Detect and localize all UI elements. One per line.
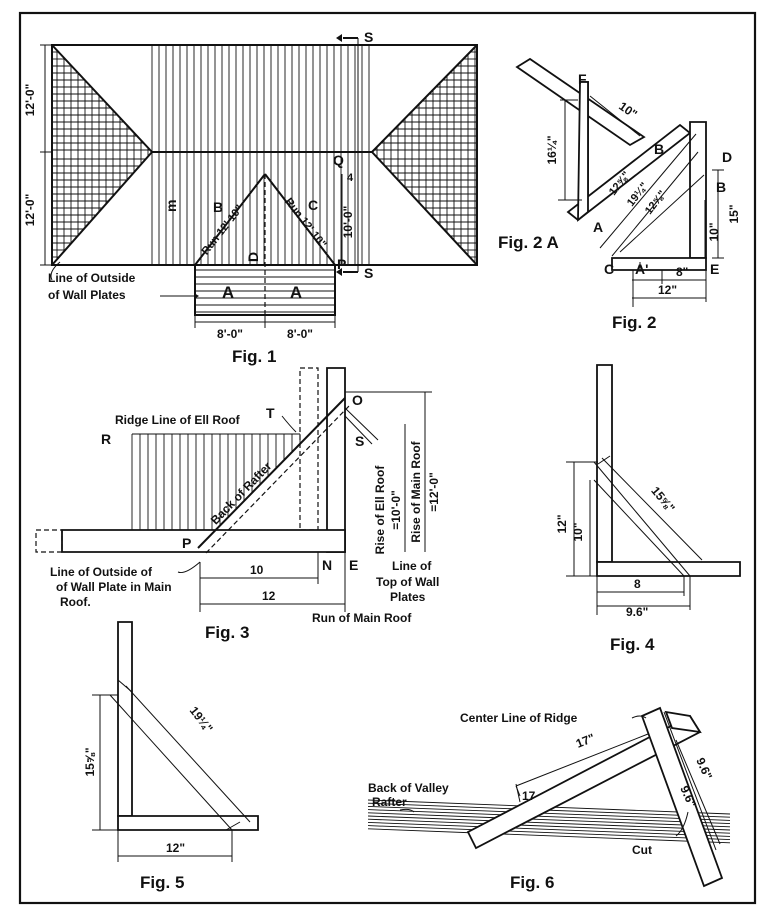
figure-6	[367, 706, 731, 888]
fig6-cut: Cut	[632, 843, 652, 857]
fig2-label-d: D	[722, 149, 732, 165]
fig1-note-line1: Line of Outside	[48, 271, 136, 285]
fig1-dim-left: 8'-0"	[217, 327, 243, 341]
fig2-dim-16: 16¼"	[545, 135, 559, 164]
fig3-rise-main1: Rise of Main Roof	[409, 440, 423, 542]
fig3-outside3: Roof.	[60, 595, 91, 609]
fig3-top-wall1: Line of	[392, 559, 432, 573]
fig4-dim-12: 12"	[555, 514, 569, 533]
figure-3	[35, 367, 432, 612]
fig2-label-a2: A'	[635, 261, 648, 277]
fig3-label-o: O	[352, 392, 363, 408]
fig1-label-tick: 4	[347, 172, 354, 184]
fig4-dim-96: 9.6"	[626, 605, 648, 619]
fig3-outside2: of Wall Plate in Main	[56, 580, 172, 594]
figure-5	[92, 621, 259, 862]
fig1-label-c: C	[308, 197, 318, 213]
fig3-label-s: S	[355, 433, 364, 449]
fig5-caption: Fig. 5	[140, 873, 184, 892]
fig3-dim-12: 12	[262, 589, 276, 603]
fig2-dim-10: 10"	[616, 99, 640, 121]
fig4-dim-8: 8	[634, 577, 641, 591]
fig5-dim-12: 12"	[166, 841, 185, 855]
fig2-dim-8: 8"	[676, 265, 688, 279]
fig1-label-s-top: S	[364, 29, 373, 45]
fig3-outside1: Line of Outside of	[50, 565, 153, 579]
fig3-top-wall3: Plates	[390, 590, 426, 604]
fig1-label-a-right: A	[290, 283, 302, 302]
fig1-rafter-right: Run 12' 10"	[282, 196, 328, 251]
fig1-dim-ell-rise: 10'-0"	[341, 206, 355, 239]
fig6-ridge-note: Center Line of Ridge	[460, 711, 578, 725]
fig3-ridge-note: Ridge Line of Ell Roof	[115, 413, 241, 427]
fig6-dim-96a: 9.6"	[693, 756, 715, 782]
fig6-valley1: Back of Valley	[368, 781, 449, 795]
fig1-dim-right: 8'-0"	[287, 327, 313, 341]
fig3-rise-ell1: Rise of Ell Roof	[373, 465, 387, 555]
fig3-run-main: Run of Main Roof	[312, 611, 412, 625]
fig3-label-p: P	[182, 535, 191, 551]
plate-border	[18, 11, 757, 905]
fig2-label-e: E	[710, 261, 719, 277]
fig3-label-e: E	[349, 557, 358, 573]
fig1-dim-lower: 12'-0"	[23, 194, 37, 227]
fig1-caption: Fig. 1	[232, 347, 276, 366]
fig1-note-line2: of Wall Plates	[48, 288, 126, 302]
fig2-dim-15: 15"	[727, 204, 741, 223]
fig1-label-m: m	[163, 200, 179, 212]
fig1-label-b: B	[213, 199, 223, 215]
fig1-hatch	[52, 45, 477, 313]
fig5-dim-v: 15⅝"	[83, 747, 97, 776]
fig3-label-n: N	[322, 557, 332, 573]
fig1-label-a-left: A	[222, 283, 234, 302]
fig2-label-a1: A	[593, 219, 603, 235]
fig6-caption: Fig. 6	[510, 873, 554, 892]
fig2-dim-10v: 10"	[707, 222, 721, 241]
fig3-hatch	[131, 433, 301, 530]
fig2-label-b2: B	[716, 179, 726, 195]
fig3-label-t: T	[266, 405, 275, 421]
fig3-caption: Fig. 3	[205, 623, 249, 642]
fig3-label-r: R	[101, 431, 111, 447]
fig5-dim-diag: 19¼"	[187, 704, 216, 736]
fig4-caption: Fig. 4	[610, 635, 655, 654]
fig2-label-f: F	[578, 71, 587, 87]
figure-2	[515, 57, 724, 307]
fig6-valley2: Rafter	[372, 795, 407, 809]
figure-4	[566, 364, 741, 615]
fig3-rise-main2: =12'-0"	[427, 472, 441, 512]
fig6-dim-17top: 17"	[574, 731, 597, 751]
fig2-label-c: C	[604, 261, 614, 277]
fig2-dim-12: 12"	[658, 283, 677, 297]
fig1-label-q: Q	[333, 152, 344, 168]
fig1-dim-upper: 12'-0"	[23, 84, 37, 117]
fig2-caption-a: Fig. 2 A	[498, 233, 559, 252]
fig1-label-s-bottom: S	[364, 265, 373, 281]
fig1-label-p: P	[337, 256, 346, 272]
fig4-dim-10: 10"	[571, 522, 585, 541]
fig1-label-d: D	[245, 252, 261, 262]
fig3-rise-ell2: =10'-0"	[389, 490, 403, 530]
fig2-label-b1: B	[654, 141, 664, 157]
fig3-top-wall2: Top of Wall	[376, 575, 439, 589]
fig3-dim-10: 10	[250, 563, 264, 577]
fig6-dim-17: 17	[522, 789, 536, 803]
fig2-caption: Fig. 2	[612, 313, 656, 332]
figure-1	[40, 34, 478, 328]
